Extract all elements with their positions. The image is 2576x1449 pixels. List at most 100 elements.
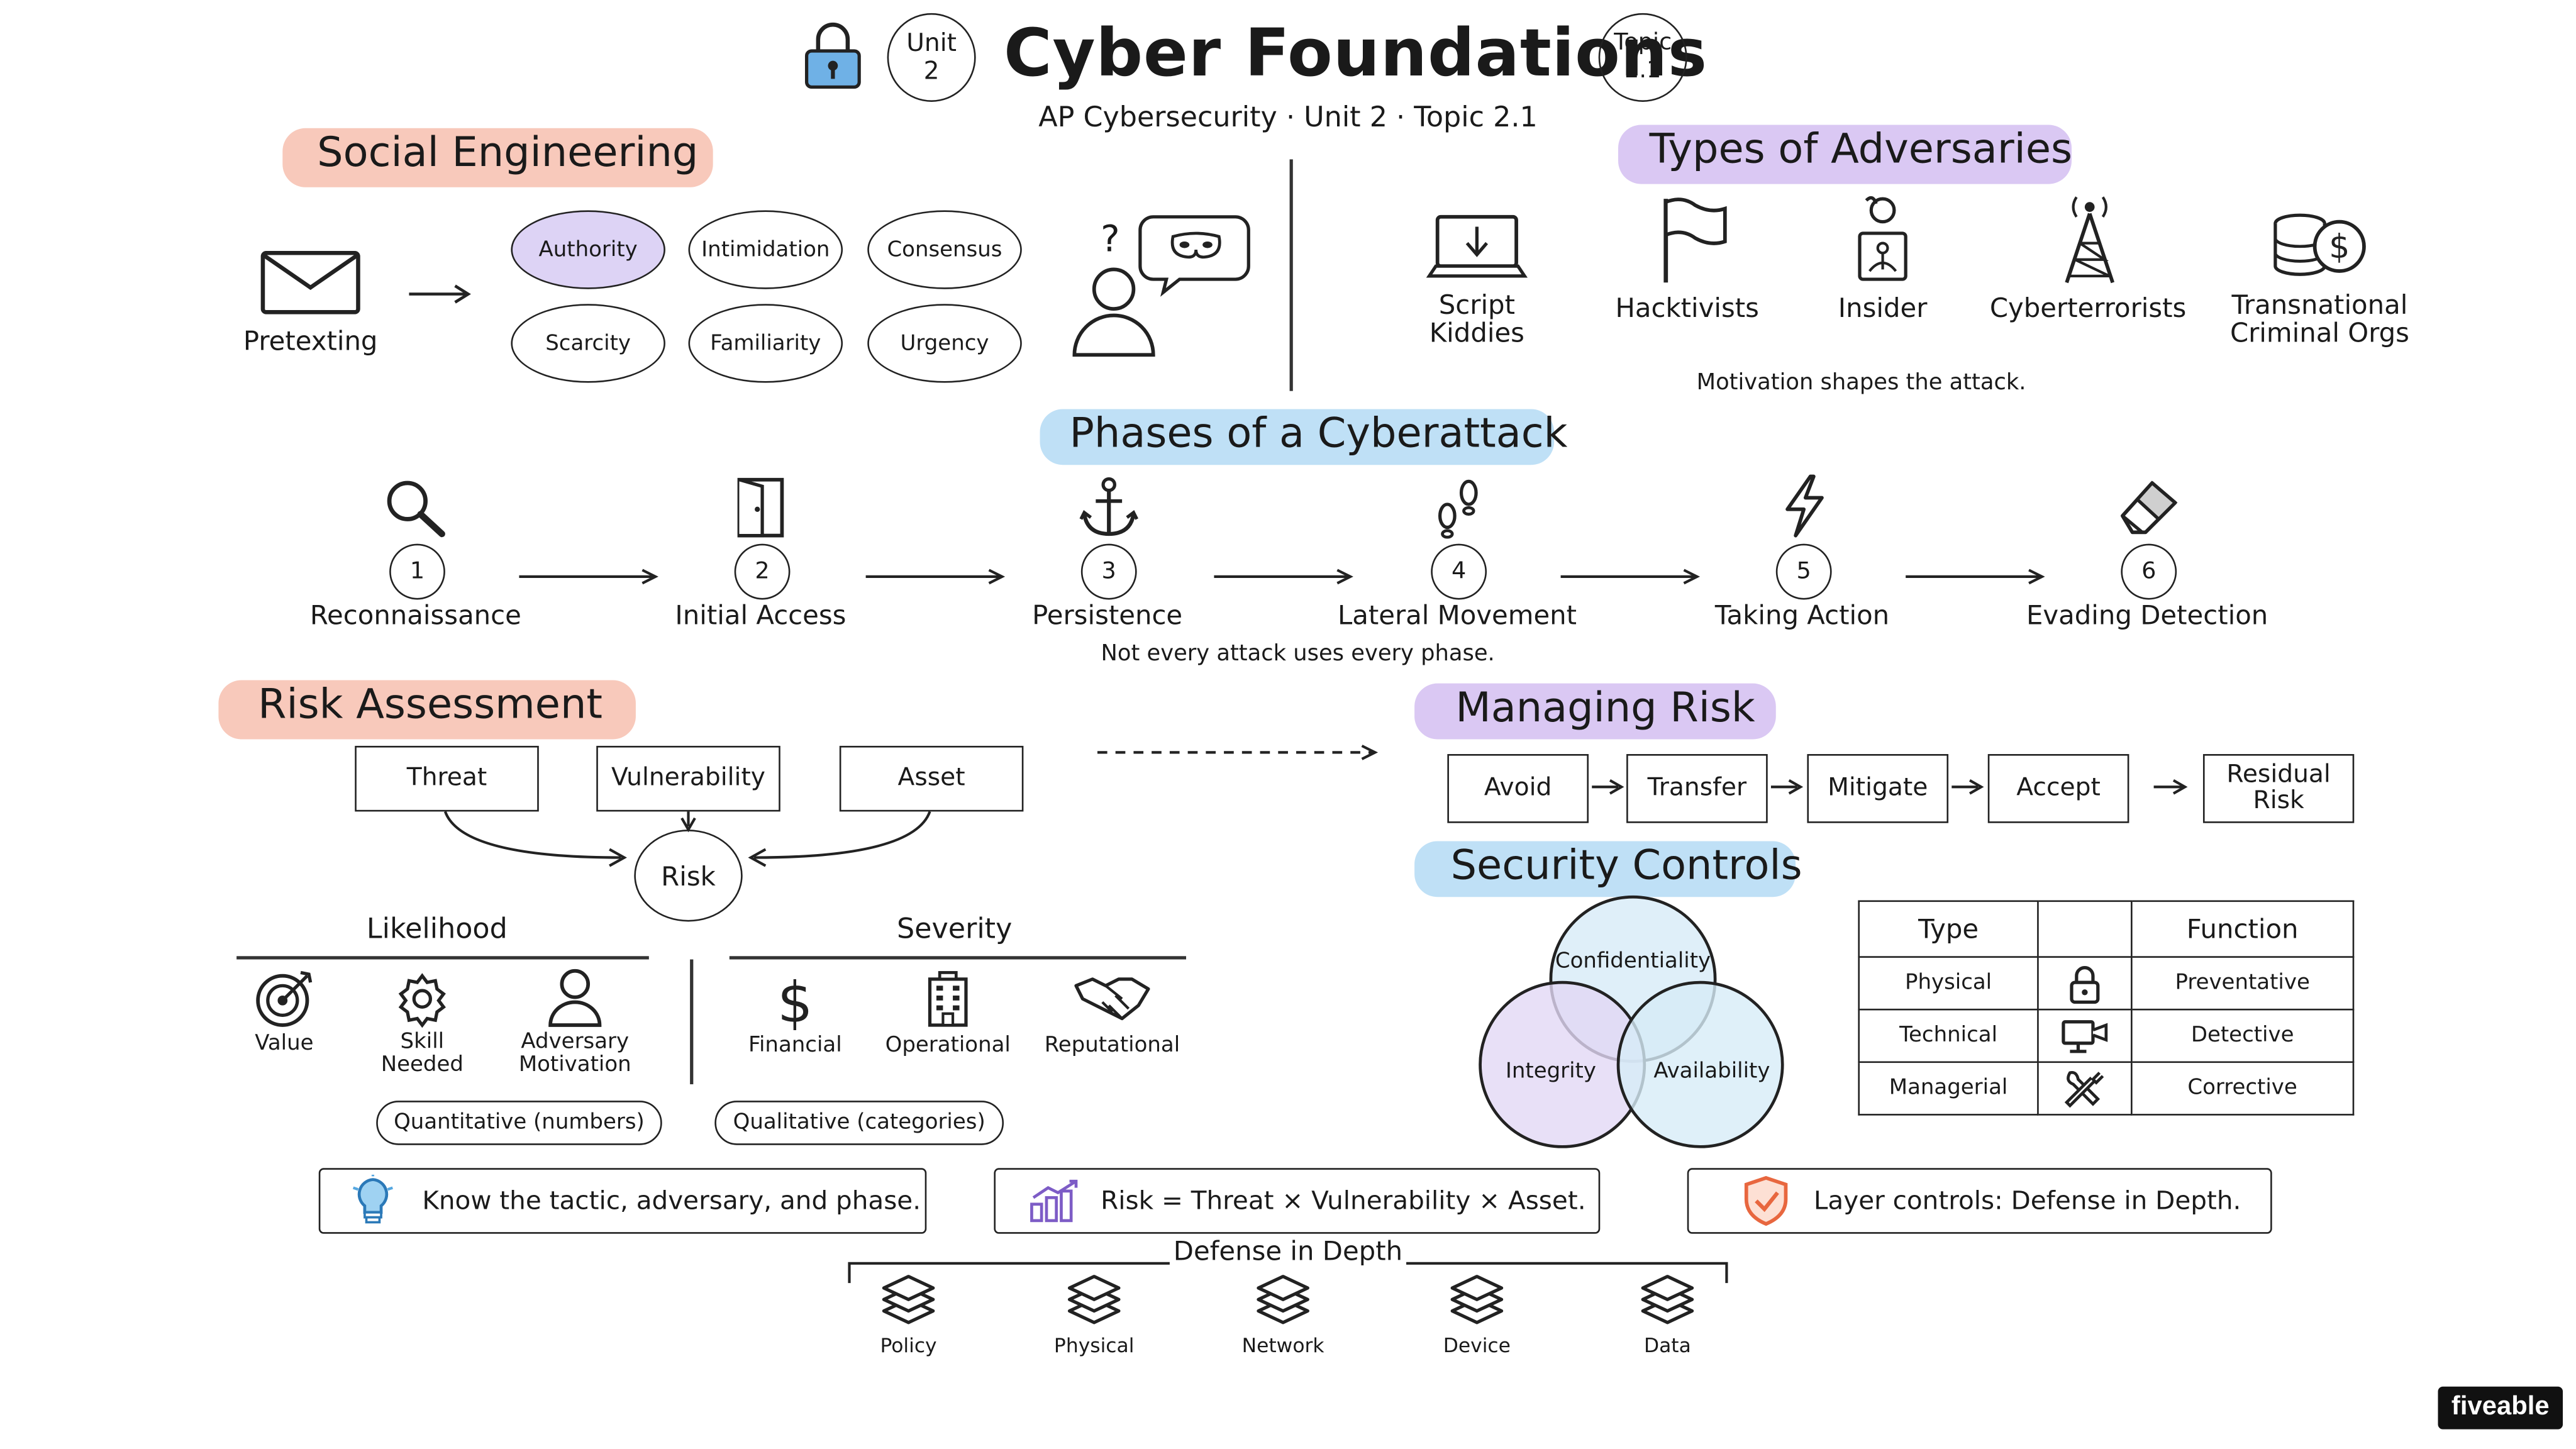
door-icon [737, 477, 784, 538]
triad-confidentiality: Confidentiality [1555, 949, 1711, 975]
defense-in-depth-title: Defense in Depth [1173, 1235, 1403, 1267]
adversary-cyberterrorists: Cyberterrorists [1989, 292, 2187, 324]
phase-label-persistence: Persistence [1032, 599, 1183, 631]
phase-label-lateral-movement: Lateral Movement [1337, 599, 1577, 631]
layer-physical-label: Physical [1053, 1334, 1135, 1357]
control-icon-cell [2037, 1008, 2133, 1063]
unit-badge: Unit 2 [887, 13, 976, 102]
layer-data: Data [1618, 1275, 1717, 1357]
layer-policy-label: Policy [880, 1334, 937, 1357]
shield-check-icon [1744, 1175, 1788, 1226]
residual-risk-box: Residual Risk [2202, 753, 2355, 823]
insider-badge-icon [1858, 196, 1907, 281]
topic-badge: Topic 2.1 [1598, 13, 1687, 102]
lock-icon [804, 22, 861, 89]
lightning-icon [1785, 474, 1824, 538]
residual-risk-line-2: Risk [2253, 785, 2304, 815]
controls-table: Type Function Physical Preventative Tech… [1858, 900, 2355, 1116]
adversary-script-kiddies: Script Kiddies [1395, 291, 1559, 348]
likelihood-severity-divider [690, 959, 693, 1085]
step-transfer: Transfer [1626, 753, 1768, 823]
tactic-familiarity: Familiarity [688, 304, 843, 383]
adversaries-highlight [1618, 125, 2072, 184]
control-type-physical: Physical [1858, 956, 2039, 1011]
radio-tower-icon [2065, 196, 2115, 284]
target-icon [256, 970, 313, 1027]
factor-asset: Asset [839, 745, 1024, 812]
topic-badge-line-1: Topic [1614, 30, 1672, 56]
phase-number-2: 2 [734, 543, 791, 600]
likelihood-value: Value [255, 1031, 314, 1057]
pretexting-label: Pretexting [243, 325, 378, 357]
controls-table-header: Type Function [1858, 900, 2355, 958]
social-engineering-heading: Social Engineering [317, 128, 699, 176]
severity-reputational: Reputational [1044, 1033, 1180, 1058]
layers-icon [1641, 1275, 1694, 1324]
tools-icon [2064, 1070, 2104, 1108]
adversaries-heading: Types of Adversaries [1649, 125, 2073, 173]
layers-icon [882, 1275, 935, 1324]
risk-assessment-heading: Risk Assessment [258, 680, 602, 728]
control-function-preventative: Preventative [2131, 956, 2355, 1011]
phase-number-1: 1 [389, 543, 445, 600]
likelihood-skill-needed: Skill Needed [365, 1031, 480, 1076]
adversary-transnational-criminal-orgs: Transnational Criminal Orgs [2205, 291, 2435, 348]
controls-header-icon [2037, 900, 2133, 958]
table-row: Managerial Corrective [1858, 1061, 2355, 1116]
security-controls-highlight [1414, 841, 1796, 897]
topic-badge-line-2: 2.1 [1624, 57, 1662, 84]
adversary-script-kiddies-line-2: Kiddies [1429, 316, 1524, 348]
layer-network: Network [1234, 1275, 1333, 1357]
svg-text:$: $ [777, 970, 813, 1035]
callout-layer-controls: Layer controls: Defense in Depth. [1687, 1168, 2272, 1234]
tactic-intimidation: Intimidation [688, 210, 843, 289]
step-mitigate: Mitigate [1807, 753, 1949, 823]
controls-header-type: Type [1858, 900, 2039, 958]
layer-data-label: Data [1643, 1334, 1691, 1357]
padlock-icon [2070, 965, 2100, 1003]
tactic-authority: Authority [511, 210, 665, 289]
likelihood-rule [236, 956, 649, 959]
top-divider [1289, 159, 1292, 391]
callout-risk-formula-text: Risk = Threat × Vulnerability × Asset. [1101, 1186, 1586, 1216]
tactic-urgency: Urgency [867, 304, 1022, 383]
likelihood-motivation-line-1: Adversary [521, 1030, 630, 1055]
unit-badge-line-2: 2 [923, 55, 940, 86]
flag-icon [1663, 197, 1727, 283]
adversary-transnational-line-2: Criminal Orgs [2229, 316, 2409, 348]
controls-header-function: Function [2131, 900, 2355, 958]
layers-icon [1450, 1275, 1504, 1324]
control-type-technical: Technical [1858, 1008, 2039, 1063]
svg-text:$: $ [2329, 228, 2350, 266]
layers-icon [1257, 1275, 1309, 1324]
bar-chart-icon [1030, 1179, 1078, 1223]
lightbulb-icon [352, 1174, 393, 1224]
risk-assessment-highlight [218, 680, 636, 740]
severity-rule [729, 956, 1187, 959]
layer-network-label: Network [1241, 1334, 1324, 1357]
likelihood-title: Likelihood [366, 913, 508, 947]
handshake-icon [1074, 977, 1150, 1021]
table-row: Technical Detective [1858, 1008, 2355, 1063]
phase-label-taking-action: Taking Action [1714, 599, 1890, 631]
adversary-hacktivists: Hacktivists [1615, 292, 1759, 324]
masked-person-icon [1072, 215, 1250, 357]
quantitative-pill: Quantitative (numbers) [376, 1101, 662, 1145]
phase-label-reconnaissance: Reconnaissance [309, 599, 521, 631]
phase-label-initial-access: Initial Access [675, 599, 847, 631]
control-icon-cell [2037, 956, 2133, 1011]
managing-risk-highlight [1414, 683, 1776, 740]
adversaries-note: Motivation shapes the attack. [1696, 369, 2026, 396]
phases-highlight [1040, 409, 1555, 465]
coins-dollar-icon: $ [2273, 213, 2366, 276]
question-mark: ? [1101, 220, 1120, 262]
step-accept: Accept [1987, 753, 2129, 823]
qualitative-pill: Qualitative (categories) [714, 1101, 1004, 1145]
phases-note: Not every attack uses every phase. [1101, 640, 1495, 667]
person-icon [548, 969, 602, 1027]
phase-number-6: 6 [2121, 543, 2177, 600]
layers-icon [1067, 1275, 1121, 1324]
brand-logo-text: fiveable [2451, 1393, 2550, 1421]
